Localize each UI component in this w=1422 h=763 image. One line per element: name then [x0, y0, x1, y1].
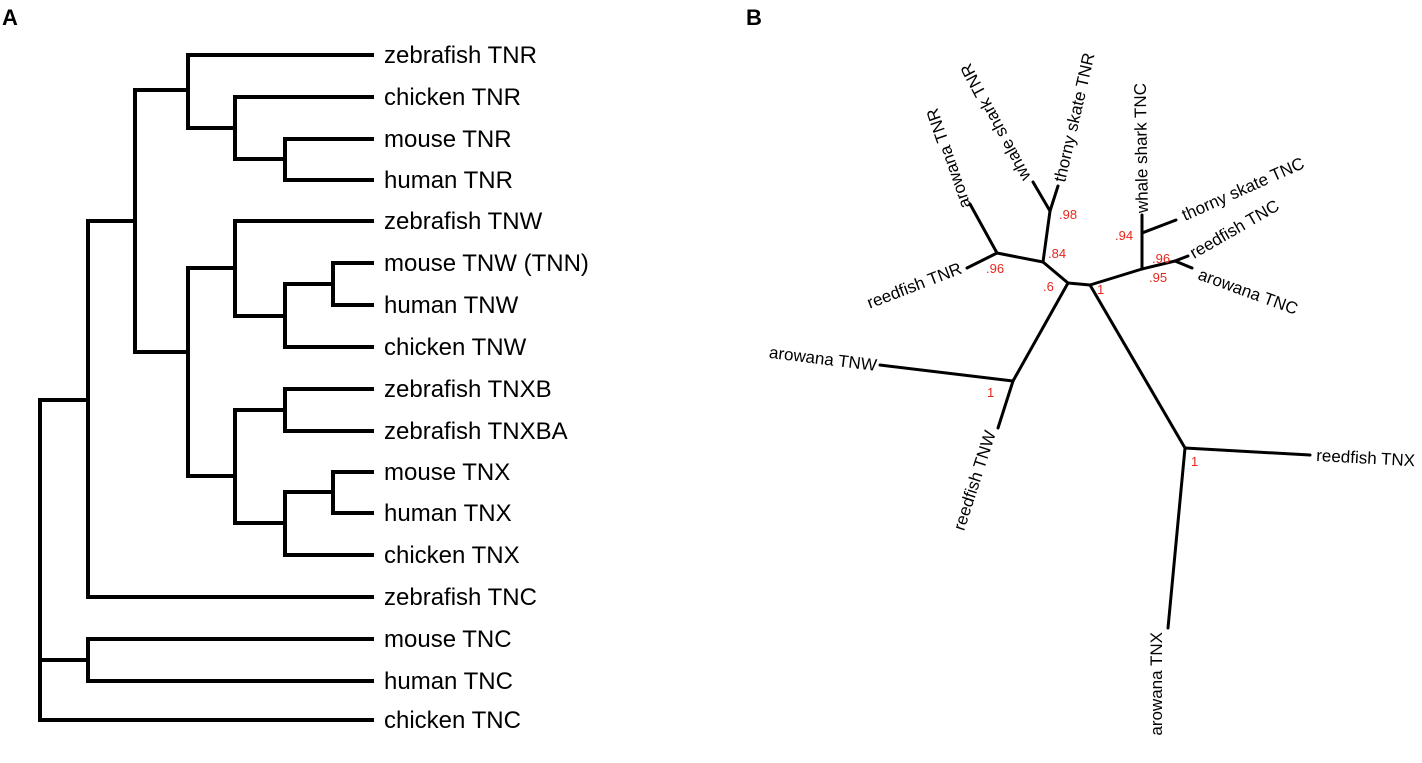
leaf-label: zebrafish TNR: [384, 42, 537, 69]
leaf-label: human TNR: [384, 167, 513, 194]
leaf-label: thorny skate TNR: [1050, 51, 1098, 184]
leaf-label: arowana TNC: [1196, 265, 1301, 319]
branch-tnr-clade: [1041, 260, 1070, 285]
branch-tnw-clade: [1011, 281, 1070, 383]
leaf-label: zebrafish TNXBA: [384, 418, 568, 445]
leaf-label: chicken TNR: [384, 84, 521, 111]
leaf-label: arowana TNR: [923, 106, 975, 211]
support-value: .95: [1149, 270, 1167, 285]
support-value: 1: [1191, 454, 1198, 469]
support-value: 1: [1097, 282, 1104, 297]
branch-tnc-actino-node: [1140, 259, 1177, 271]
leaf-label: whale shark TNR: [957, 60, 1035, 185]
leaf-label: mouse TNW (TNN): [384, 250, 589, 277]
branch-arowana-tnr: [968, 202, 999, 255]
branch-whale-shark-tnr: [1031, 180, 1052, 213]
unrooted-tree-panel-b: reedfish TNR arowana TNR whale shark TNR…: [768, 51, 1416, 736]
leaf-label: chicken TNC: [384, 707, 521, 734]
branch-tnc-clade: [1088, 267, 1144, 287]
support-value: .84: [1048, 246, 1066, 261]
branch-arowana-tnw: [878, 363, 1015, 383]
support-value: .6: [1043, 279, 1054, 294]
leaf-label: reedfish TNW: [950, 428, 1000, 532]
branch-hub-left: [1066, 281, 1092, 287]
support-value: .98: [1059, 207, 1077, 222]
leaf-label: chicken TNX: [384, 542, 520, 569]
cladogram-panel-a: zebrafish TNR chicken TNR mouse TNR huma…: [38, 42, 589, 734]
panel-b-letter: B: [746, 5, 762, 30]
leaf-label: reedfish TNX: [1316, 446, 1416, 470]
support-value: .96: [1152, 251, 1170, 266]
leaf-label: human TNC: [384, 668, 513, 695]
branch-tnr-reedfish-node: [995, 251, 1045, 264]
branch-tnr-shark-skate: [1041, 209, 1052, 264]
support-value: 1: [987, 385, 994, 400]
leaf-label: arowana TNW: [768, 343, 878, 375]
panel-a-letter: A: [2, 5, 18, 30]
branch-tnx-clade: [1088, 283, 1187, 450]
branch-arowana-tnc: [1173, 259, 1194, 270]
leaf-label: mouse TNX: [384, 459, 510, 486]
leaf-label: zebrafish TNW: [384, 208, 543, 235]
support-value: .96: [986, 261, 1004, 276]
leaf-label: chicken TNW: [384, 334, 527, 361]
leaf-label: mouse TNC: [384, 626, 512, 653]
leaf-label: human TNW: [384, 292, 519, 319]
branch-thorny-skate-tnc: [1140, 218, 1178, 235]
leaf-label: zebrafish TNXB: [384, 376, 552, 403]
leaf-label: reedfish TNR: [864, 259, 964, 313]
support-value: .94: [1115, 228, 1133, 243]
branch-reedfish-tnc: [1173, 254, 1190, 263]
leaf-label: zebrafish TNC: [384, 584, 537, 611]
branch-reedfish-tnw: [996, 379, 1015, 430]
leaf-label: arowana TNX: [1147, 632, 1166, 736]
leaf-label: whale shark TNC: [1131, 83, 1152, 214]
branch-reedfish-tnx: [1183, 446, 1312, 457]
leaf-label: human TNX: [384, 500, 512, 527]
branch-arowana-tnx: [1166, 446, 1187, 630]
branch-thorny-skate-tnr: [1048, 184, 1060, 213]
leaf-label: mouse TNR: [384, 126, 512, 153]
branch-reedfish-tnr: [965, 251, 999, 270]
